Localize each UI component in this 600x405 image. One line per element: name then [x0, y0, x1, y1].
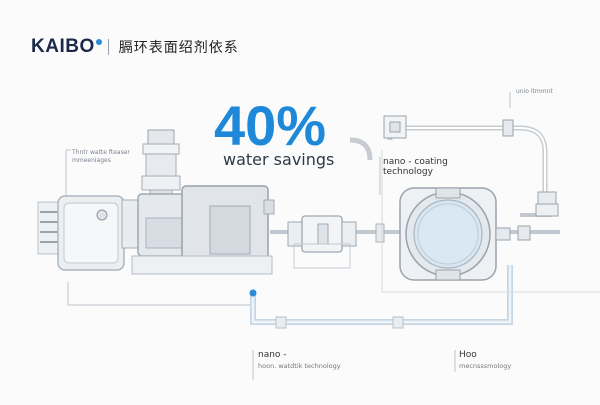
left-connector-block [37, 201, 61, 255]
flow-dot-icon [249, 289, 257, 297]
frame-line [381, 150, 600, 293]
union-left [287, 221, 303, 247]
control-knob-icon [96, 209, 108, 221]
callout-bottom-right-line2: mecnsssmology [459, 362, 512, 370]
callout-bottom-left-line1: nano - [258, 350, 287, 360]
brand-subtitle: 膈环表面绍剂依系 [118, 40, 239, 56]
brand-divider [107, 39, 109, 55]
callout-left-top-line1: Thntr watte fteaser [72, 149, 130, 156]
callout-bottom-left-line2: hoon. watdtik technology [258, 362, 341, 370]
savings-percent: 40% [214, 94, 327, 157]
union-frame [293, 243, 351, 269]
logo-dot-icon [95, 39, 102, 45]
pump-neck [145, 153, 177, 177]
callout-nano-coating-line1: nano - coating [383, 157, 448, 167]
pump-base [131, 255, 273, 275]
top-right-fitting [502, 119, 514, 137]
savings-caption: water savings [223, 150, 335, 169]
pipe-top-curve [349, 137, 373, 161]
callout-nano-coating-line2: technology [383, 167, 433, 177]
pump-cap [147, 129, 175, 145]
pipe-coupling-2 [392, 316, 404, 329]
kaibo-logo: KAIBO [31, 36, 95, 57]
callout-bottom-right-line1: Hoo [459, 350, 477, 360]
filter-bottom-clamp [435, 269, 461, 281]
callout-left-top-line2: mmeeniages [72, 157, 111, 164]
pump-ring-bottom [141, 175, 181, 191]
callout-top-right: unio itmmnt [516, 88, 553, 95]
pump-ring-top [142, 143, 180, 155]
filter-glass [417, 203, 479, 265]
control-box-panel [63, 202, 119, 264]
pump-window [209, 205, 251, 255]
right-tee [517, 225, 531, 241]
pump-port [263, 199, 275, 215]
leader-line-left-bottom [67, 282, 255, 306]
union-right [341, 221, 357, 247]
filter-outlet [495, 227, 511, 241]
brand-header: KAIBO 膈环表面绍剂依系 [31, 36, 239, 58]
right-fitting-top [537, 191, 557, 205]
right-fitting-bottom [535, 203, 559, 217]
pipe-coupling-1 [275, 316, 287, 329]
small-fitting [375, 223, 385, 243]
filter-top-clamp [435, 187, 461, 199]
